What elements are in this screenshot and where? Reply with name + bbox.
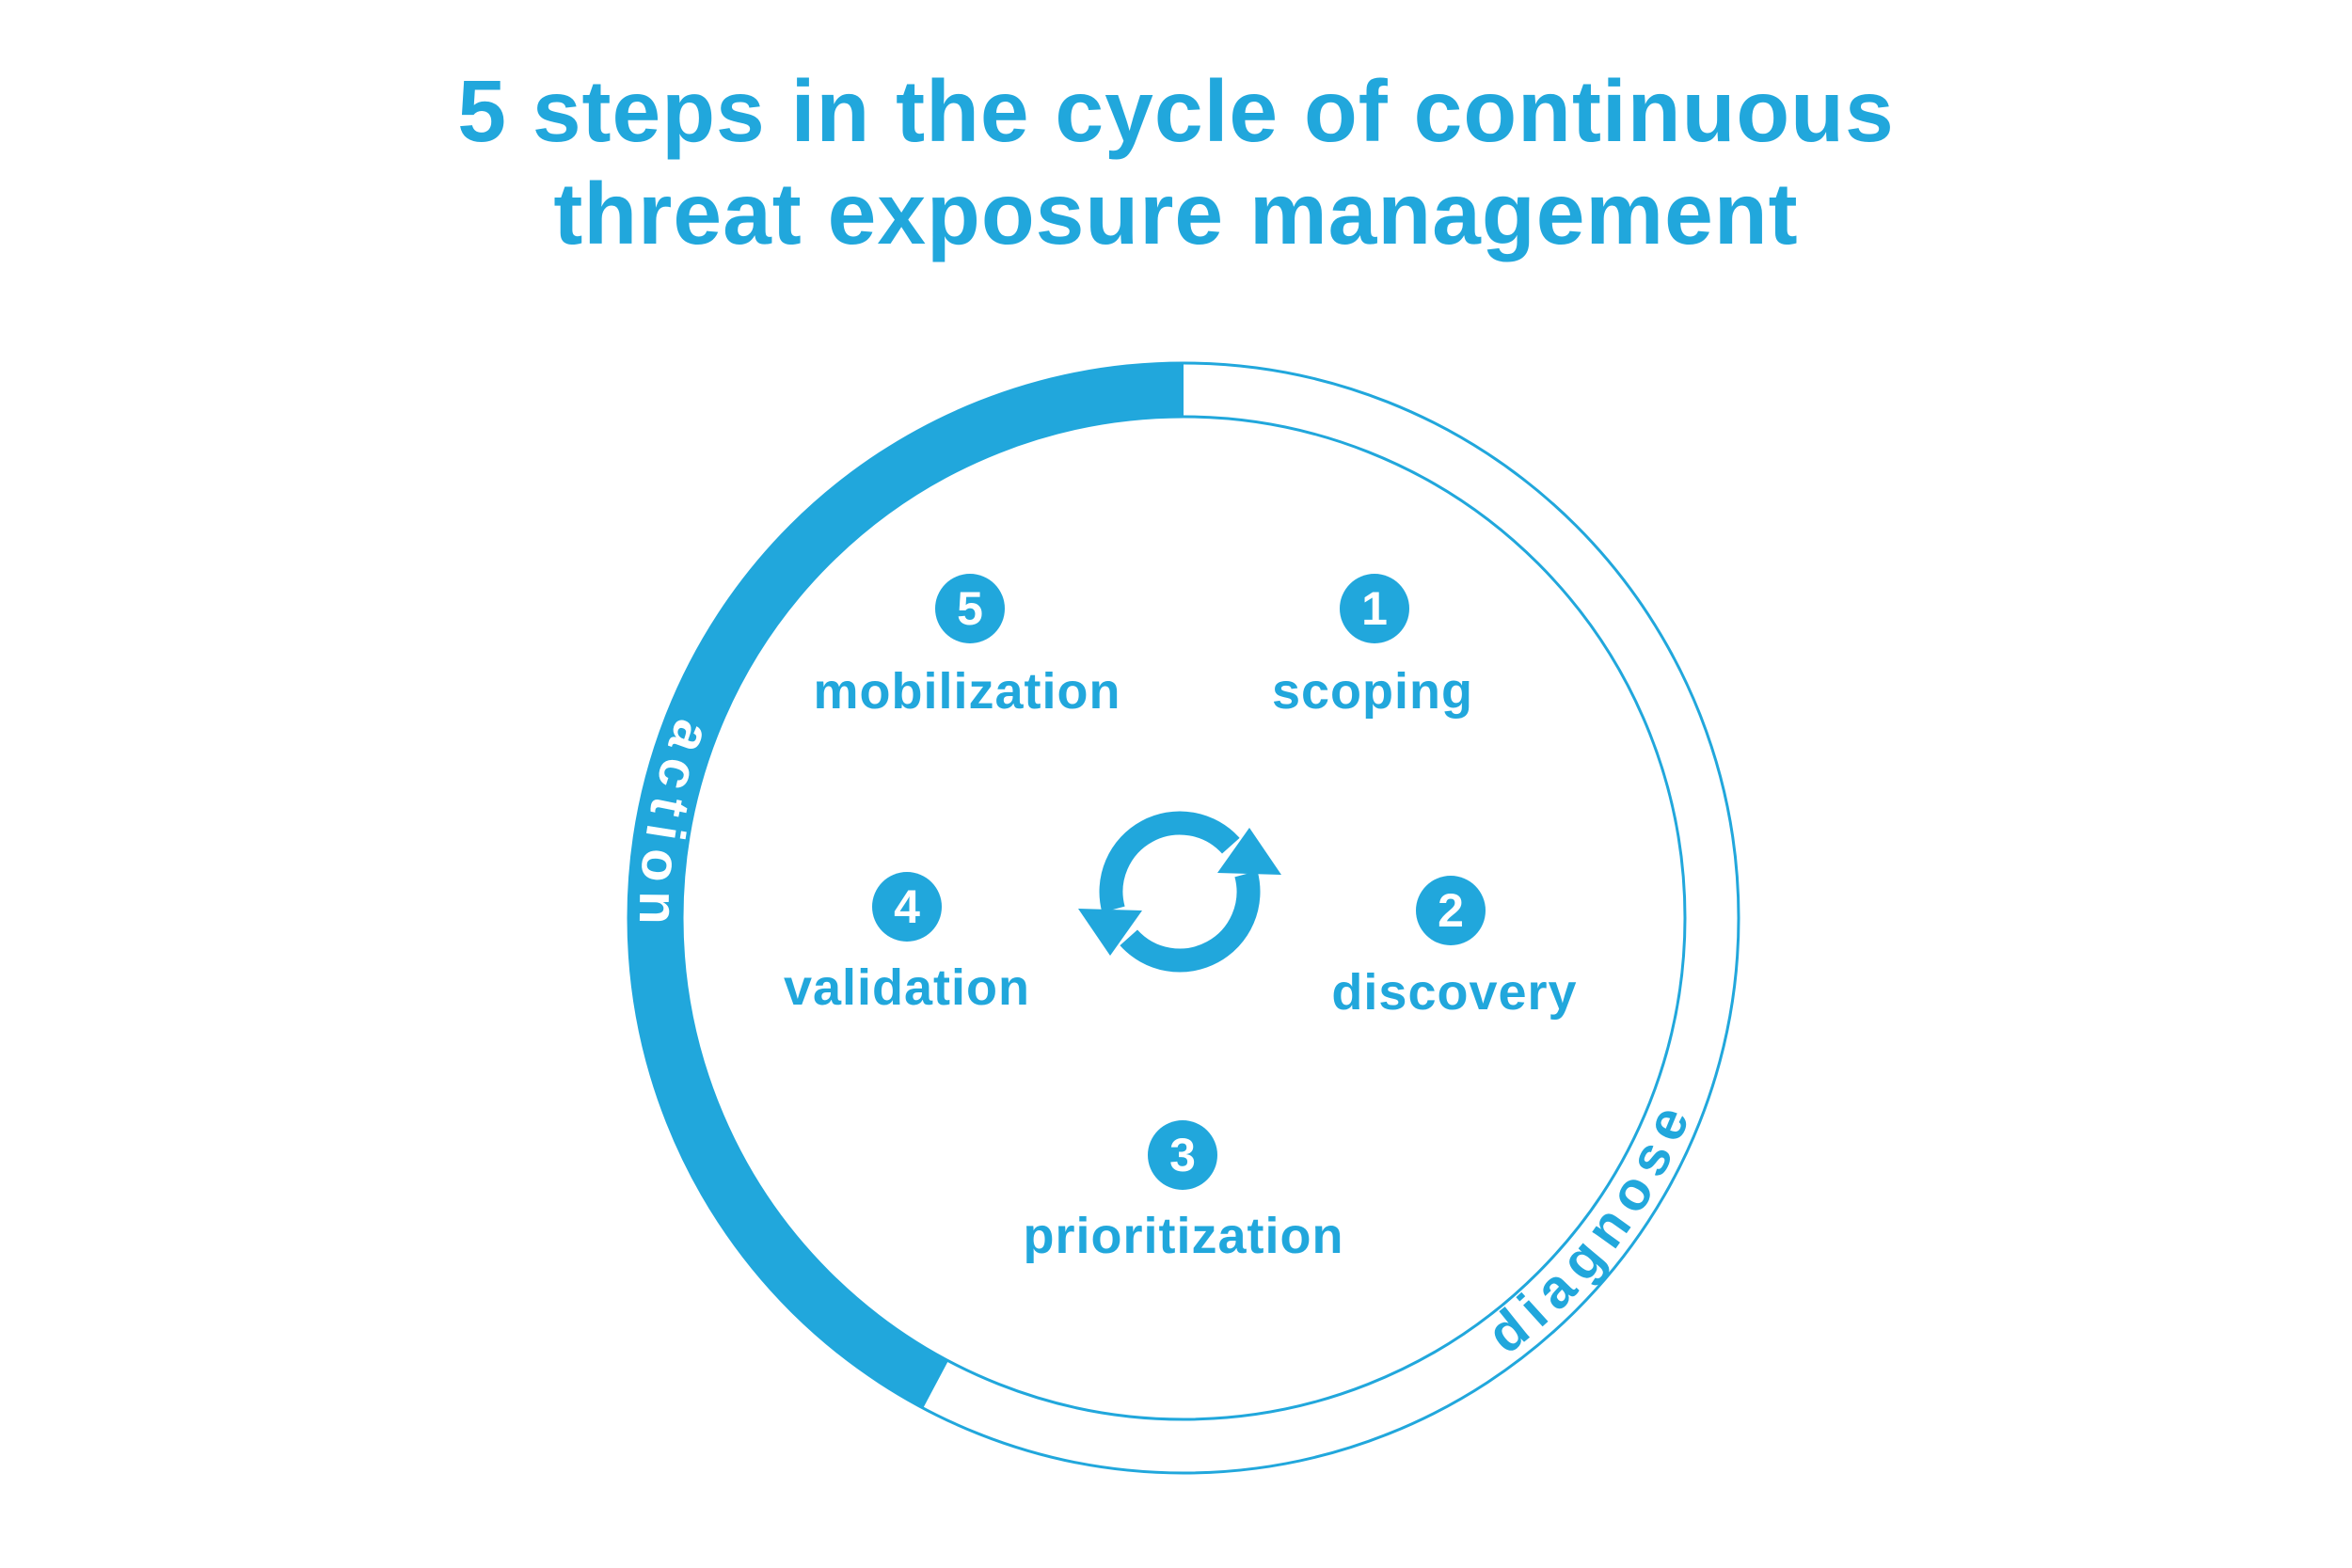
action-arc-label-text: action [628,712,714,935]
diagnose-arc-label: diagnose [1476,1089,1705,1366]
cycle-icon-bottom-arrowhead [1078,909,1142,956]
step-4-number-badge [872,872,942,942]
step-3-label: prioritization [1024,1208,1344,1264]
step-mobilization: 5 mobilization [814,574,1121,720]
step-2-number-badge [1416,876,1486,945]
step-prioritization: 3 prioritization [1024,1120,1344,1264]
step-1-label: scoping [1272,663,1473,720]
step-4-number: 4 [894,880,920,933]
action-arc-segment [628,363,1184,1408]
page-title-line2: threat exposure management [553,164,1799,262]
cycle-sync-arrows-icon [1078,811,1281,973]
step-4-label: validation [784,959,1030,1016]
step-1-number: 1 [1361,582,1388,635]
step-discovery: 2 discovery [1331,876,1577,1021]
step-2-label: discovery [1331,964,1577,1021]
cycle-icon-bottom-arc [1120,870,1261,973]
step-5-number-badge [935,574,1005,643]
step-validation: 4 validation [784,872,1030,1016]
step-5-number: 5 [957,582,983,635]
action-arc-label: action [628,712,724,935]
step-5-label: mobilization [814,663,1121,720]
outer-ring-circle [627,361,1740,1475]
step-3-number-badge [1148,1120,1217,1190]
step-3-number: 3 [1169,1129,1196,1181]
cycle-icon-top-arrowhead [1217,828,1281,875]
step-1-number-badge [1340,574,1409,643]
diagnose-arc-label-text: diagnose [1476,1089,1695,1366]
step-2-number: 2 [1438,884,1464,937]
step-scoping: 1 scoping [1272,574,1473,720]
page-title-line1: 5 steps in the cycle of continuous [457,62,1895,160]
cycle-icon-top-arc [1099,811,1240,913]
page-title: 5 steps in the cycle of continuous threa… [0,60,2352,265]
